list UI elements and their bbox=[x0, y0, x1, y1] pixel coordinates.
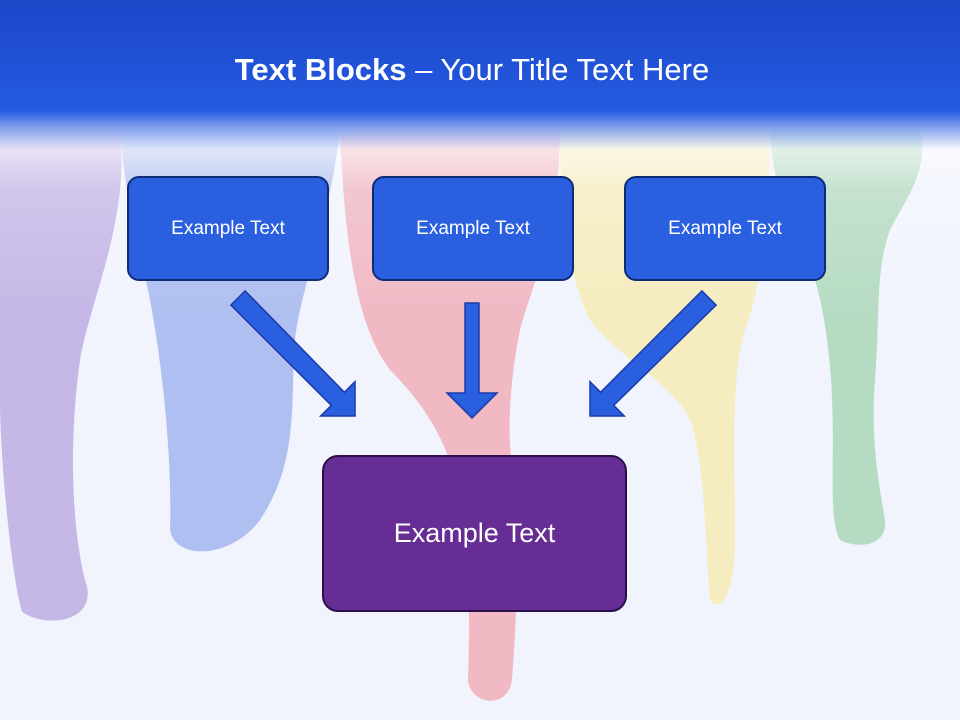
center-text-block[interactable]: Example Text bbox=[322, 455, 627, 612]
text-block-2[interactable]: Example Text bbox=[372, 176, 574, 281]
arrow-right-diagonal bbox=[589, 289, 718, 417]
text-block-3[interactable]: Example Text bbox=[624, 176, 826, 281]
arrow-center-down bbox=[445, 302, 499, 420]
text-block-2-label: Example Text bbox=[416, 217, 530, 239]
title-dash: – bbox=[406, 52, 441, 87]
text-block-1-label: Example Text bbox=[171, 217, 285, 239]
title-rest: Your Title Text Here bbox=[440, 52, 710, 87]
text-block-1[interactable]: Example Text bbox=[127, 176, 329, 281]
slide-title: Text Blocks – Your Title Text Here bbox=[0, 52, 944, 88]
title-bar bbox=[0, 0, 960, 150]
text-block-3-label: Example Text bbox=[668, 217, 782, 239]
center-text-block-label: Example Text bbox=[393, 518, 556, 548]
arrow-left-diagonal bbox=[229, 289, 356, 417]
title-bold-part: Text Blocks bbox=[234, 52, 407, 87]
